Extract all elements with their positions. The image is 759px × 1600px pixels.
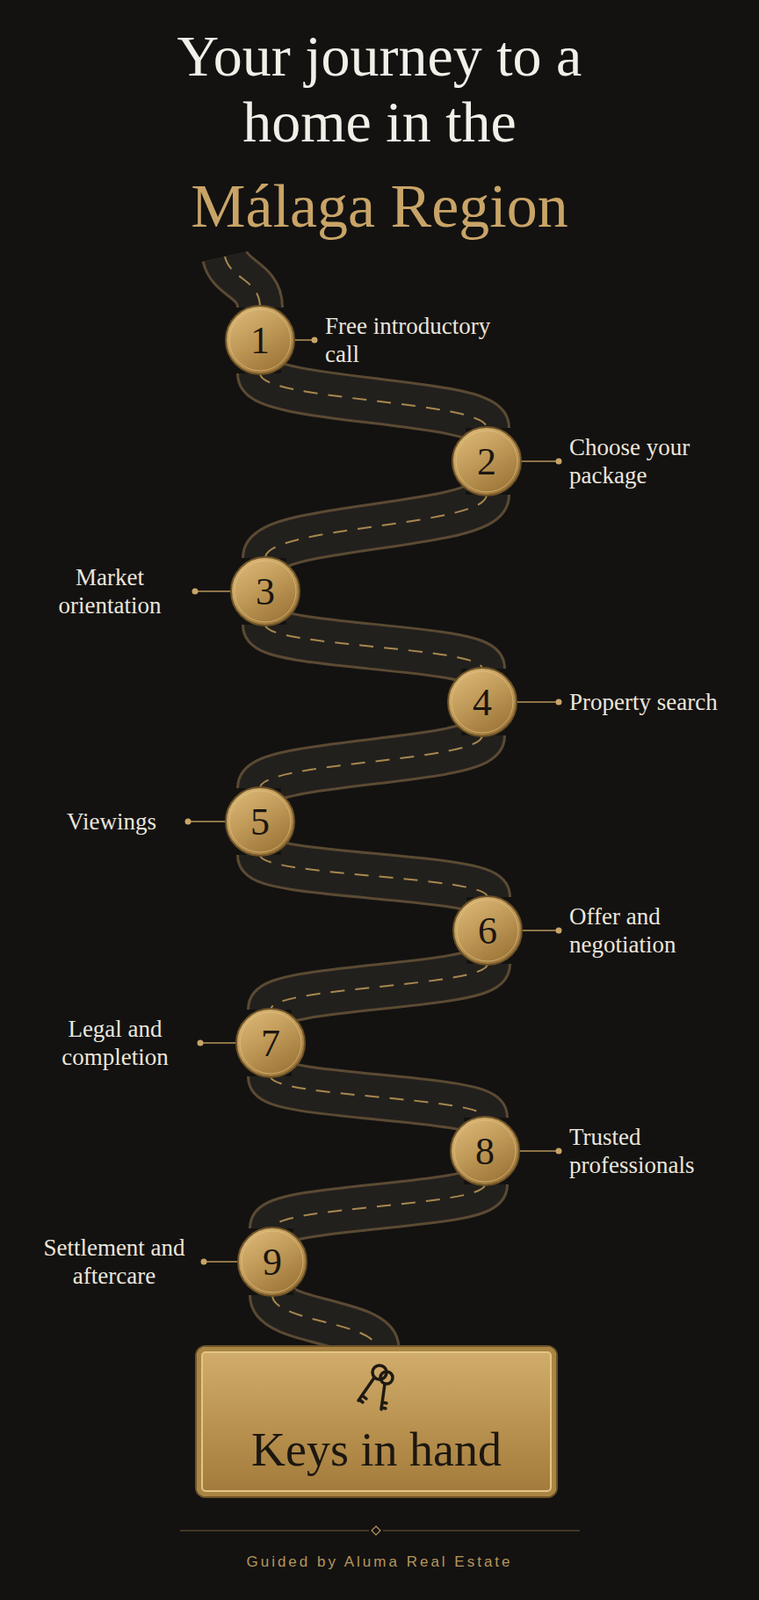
step-number: 6 bbox=[452, 895, 523, 966]
step-circle: 8Trusted professionals bbox=[449, 1115, 521, 1186]
step-number: 2 bbox=[451, 426, 522, 497]
road-start bbox=[224, 256, 261, 308]
step-number: 8 bbox=[449, 1115, 521, 1186]
road-connector bbox=[272, 1184, 485, 1229]
step-circle: 9Settlement and aftercare bbox=[237, 1226, 308, 1297]
step-circle: 7Legal and completion bbox=[235, 1007, 306, 1078]
road-connector bbox=[260, 735, 483, 788]
road-connector bbox=[260, 854, 488, 897]
title: Your journey to a home in the bbox=[133, 22, 626, 155]
road-connector bbox=[272, 1294, 377, 1349]
step-label: Viewings bbox=[45, 807, 178, 836]
destination-text: Keys in hand bbox=[196, 1422, 557, 1477]
step-label: Property search bbox=[569, 687, 719, 716]
footer-credit: Guided by Aluma Real Estate bbox=[0, 1553, 759, 1571]
road-connector bbox=[265, 624, 483, 669]
keys-icon bbox=[347, 1359, 405, 1417]
step-circle: 1Free introductory call bbox=[224, 304, 296, 376]
road-connector bbox=[270, 1076, 485, 1118]
footer-rule bbox=[180, 1525, 580, 1535]
step-label: Free introductory call bbox=[325, 311, 519, 369]
step-number: 4 bbox=[447, 666, 518, 738]
step-label: Settlement and aftercare bbox=[35, 1233, 194, 1291]
step-circle: 2Choose your package bbox=[451, 426, 522, 497]
step-label: Market orientation bbox=[35, 563, 185, 621]
title-highlight: Málaga Region bbox=[0, 172, 759, 240]
road-connector bbox=[260, 373, 487, 428]
step-circle: 6Offer and negotiation bbox=[452, 895, 523, 966]
step-label: Trusted professionals bbox=[569, 1122, 728, 1180]
road-connector bbox=[270, 963, 488, 1010]
step-label: Offer and negotiation bbox=[569, 902, 728, 960]
step-number: 1 bbox=[224, 304, 296, 376]
destination-box: Keys in hand bbox=[196, 1346, 557, 1497]
step-number: 5 bbox=[224, 786, 296, 857]
step-label: Legal and completion bbox=[40, 1014, 190, 1072]
step-circle: 4Property search bbox=[447, 666, 518, 738]
step-label: Choose your package bbox=[569, 433, 728, 491]
step-number: 7 bbox=[235, 1007, 306, 1078]
step-number: 3 bbox=[230, 556, 301, 627]
road-connector bbox=[265, 494, 487, 558]
step-circle: 3Market orientation bbox=[230, 556, 301, 627]
step-number: 9 bbox=[237, 1226, 308, 1297]
step-circle: 5Viewings bbox=[224, 786, 296, 857]
